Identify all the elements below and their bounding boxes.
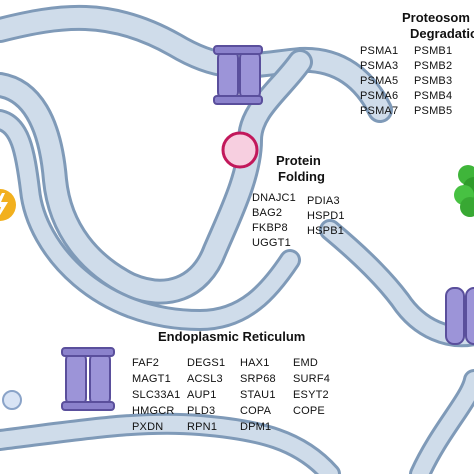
folding-gene: FKBP8 (252, 222, 288, 234)
lightning-icon (0, 189, 16, 221)
er-gene: MAGT1 (132, 373, 171, 385)
er-gene: SLC33A1 (132, 389, 181, 401)
er-gene: SRP68 (240, 373, 276, 385)
er-gene: ESYT2 (293, 389, 329, 401)
folding-gene: UGGT1 (252, 237, 291, 249)
folding-title-line1: Protein (276, 153, 321, 168)
proteasome-gene: PSMA5 (360, 75, 399, 87)
folding-gene: HSPD1 (307, 210, 345, 222)
er-gene: EMD (293, 357, 319, 369)
er-gene: STAU1 (240, 389, 276, 401)
proteasome-gene: PSMA7 (360, 105, 399, 117)
proteasome-title-line2: Degradatio (410, 26, 474, 41)
er-gene: SURF4 (293, 373, 331, 385)
er-gene: ACSL3 (187, 373, 223, 385)
transporter-icon (445, 287, 474, 345)
er-gene: PXDN (132, 421, 164, 433)
er-gene: RPN1 (187, 421, 218, 433)
folding-gene: PDIA3 (307, 195, 340, 207)
er-title: Endoplasmic Reticulum (158, 329, 306, 344)
er-gene: PLD3 (187, 405, 216, 417)
proteasome-icon (454, 165, 474, 217)
proteasome-gene: PSMB4 (414, 90, 453, 102)
er-gene: DPM1 (240, 421, 272, 433)
folding-gene: BAG2 (252, 207, 283, 219)
er-gene: COPE (293, 405, 325, 417)
proteasome-gene: PSMA1 (360, 45, 399, 57)
er-gene: AUP1 (187, 389, 217, 401)
er-gene: DEGS1 (187, 357, 226, 369)
proteasome-gene: PSMB5 (414, 105, 453, 117)
er-gene: HAX1 (240, 357, 270, 369)
transporter-icon (213, 45, 263, 105)
proteasome-gene: PSMB2 (414, 60, 453, 72)
folding-title-line2: Folding (278, 169, 325, 184)
proteasome-gene: PSMB3 (414, 75, 453, 87)
proteasome-gene: PSMA6 (360, 90, 399, 102)
er-membrane (0, 4, 474, 474)
proteasome-title-line1: Proteosom (402, 10, 470, 25)
vesicle-icon (221, 131, 259, 169)
folding-gene: DNAJC1 (252, 192, 296, 204)
er-gene: COPA (240, 405, 272, 417)
er-gene: FAF2 (132, 357, 160, 369)
proteasome-gene: PSMB1 (414, 45, 453, 57)
transporter-icon (61, 347, 115, 411)
er-gene: HMGCR (132, 405, 175, 417)
proteasome-gene: PSMA3 (360, 60, 399, 72)
small-vesicle-icon (2, 390, 22, 410)
folding-gene: HSPB1 (307, 225, 345, 237)
